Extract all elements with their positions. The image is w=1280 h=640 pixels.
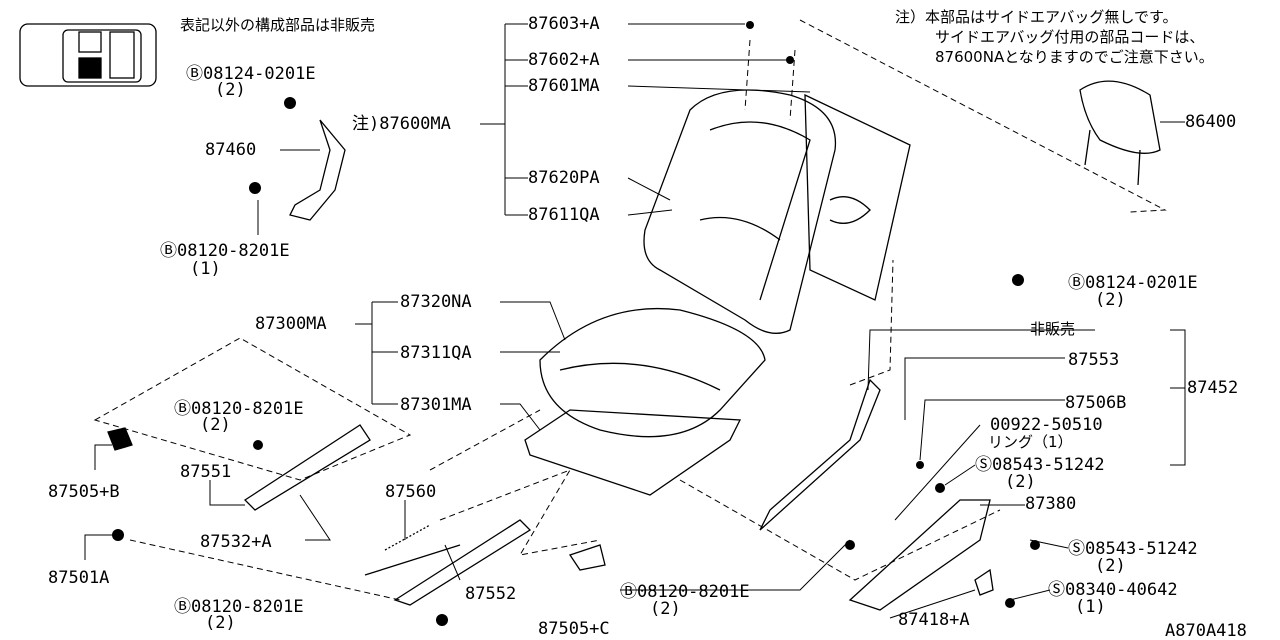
bolt-08124-right-qty: (2) [1095,290,1126,310]
part-87311qa: 87311QA [400,343,472,363]
part-87320na: 87320NA [400,292,472,312]
part-87611qa: 87611QA [528,205,600,225]
clip-87505c [568,544,606,571]
bolt-08120-mid-qty: (2) [650,599,681,619]
bolt-08124-top: Ⓑ08124-0201E [186,64,316,84]
screw-08340: Ⓢ08340-40642 [1048,580,1178,600]
note-airbag-line3: 87600NAとなりますのでご注意下さい。 [935,48,1214,66]
bracket-87460 [289,119,346,221]
part-87601ma: 87601MA [528,76,600,96]
bolt-08120-left3: Ⓑ08120-8201E [174,597,304,617]
note-airbag-line2: サイドエアバッグ付用の部品コードは、 [935,28,1205,46]
clip-87505b [107,427,133,451]
part-87300ma: 87300MA [255,314,327,334]
car-locator-icon [19,23,157,87]
part-87602a: 87602+A [528,50,600,70]
part-87551: 87551 [180,462,232,482]
not-sold-label: 非販売 [1030,320,1076,338]
part-87301ma: 87301MA [400,395,472,415]
bolt-08120-left2: Ⓑ08120-8201E [174,399,304,419]
part-87380: 87380 [1025,494,1077,514]
rail-87551 [243,424,371,511]
screw-08543-2-qty: (2) [1095,556,1126,576]
recliner-87452 [759,378,881,531]
part-87560: 87560 [385,482,437,502]
note-not-sold-parts: 表記以外の構成部品は非販売 [180,16,376,34]
part-87506b: 87506B [1065,393,1127,413]
bolt-08124-right: Ⓑ08124-0201E [1068,273,1198,293]
part-87505c: 87505+C [538,619,610,639]
cover-87380 [848,499,991,611]
bolt-08120-left3-qty: (2) [205,613,236,633]
note-airbag-line1: 注）本部品はサイドエアバッグ無しです。 [895,8,1178,26]
part-87460: 87460 [205,140,257,160]
cushion-frame [524,409,742,496]
screw-08543-1-qty: (2) [1005,472,1036,492]
bolt-08120-left1: Ⓑ08120-8201E [160,241,290,261]
seat-back [643,89,837,334]
bolt-08120-left2-qty: (2) [200,415,231,435]
headrest [1079,80,1161,154]
screw-08543-2: Ⓢ08543-51242 [1068,539,1198,559]
bolt-08124-top-qty: (2) [215,80,246,100]
part-87452: 87452 [1187,378,1239,398]
ring-qty: リング（1） [988,433,1073,451]
part-86400: 86400 [1185,112,1237,132]
part-87603a: 87603+A [528,14,600,34]
bolt-08120-left1-qty: (1) [190,259,221,279]
part-87418a: 87418+A [898,610,970,630]
part-87552: 87552 [465,584,517,604]
bolt-08120-mid: Ⓑ08120-8201E [620,582,750,602]
screw-08340-qty: (1) [1075,597,1106,617]
part-87532a: 87532+A [200,532,272,552]
part-87501a: 87501A [48,568,110,588]
part-87505b: 87505+B [48,482,120,502]
rail-87552 [393,519,532,606]
screw-08543-1: Ⓢ08543-51242 [975,455,1105,475]
spring-87560 [384,524,431,551]
part-87553: 87553 [1068,350,1120,370]
seat-frame [804,93,911,301]
part-87600ma: 注)87600MA [352,114,451,134]
diagram-code: A870A418 [1165,621,1247,640]
seat-cushion [539,307,766,438]
part-00922-50510: 00922-50510 [990,415,1103,435]
part-87620pa: 87620PA [528,168,600,188]
